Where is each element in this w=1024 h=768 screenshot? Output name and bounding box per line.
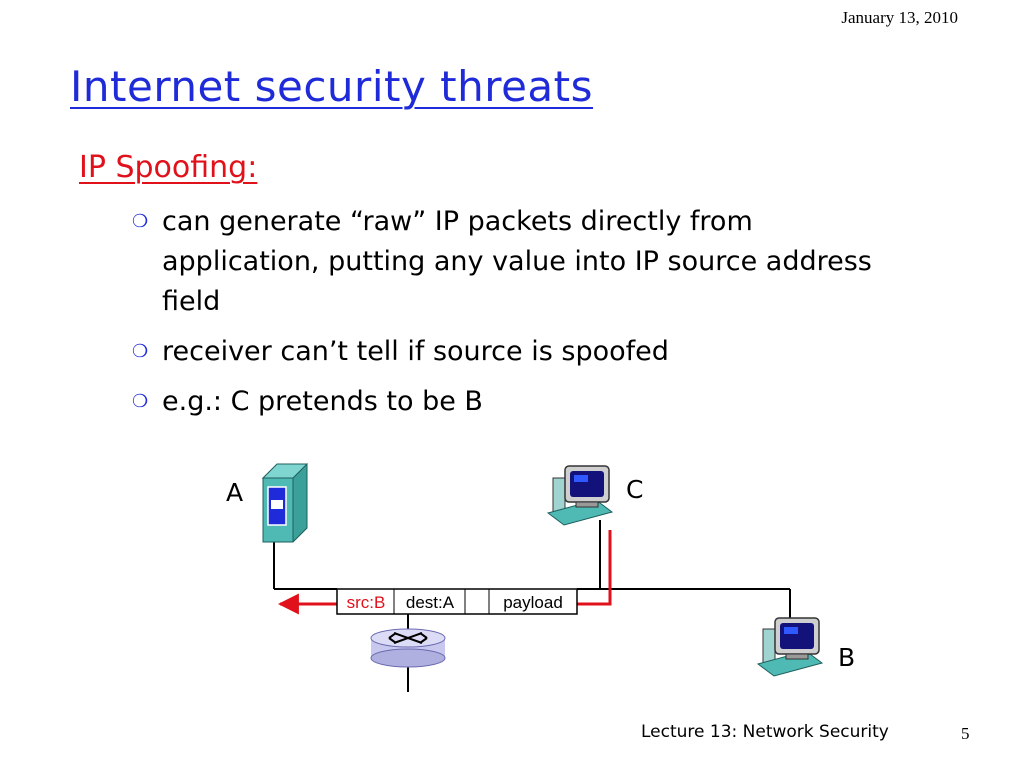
page-number: 5 bbox=[961, 724, 970, 743]
host-label-c: C bbox=[626, 475, 643, 504]
computer-c-icon bbox=[546, 465, 614, 526]
bullet-item: ❍ receiver can’t tell if source is spoof… bbox=[132, 332, 892, 372]
bullet-text: e.g.: C pretends to be B bbox=[162, 386, 483, 417]
packet-payload: payload bbox=[503, 593, 563, 612]
subheading: IP Spoofing: bbox=[79, 150, 258, 185]
bullet-list: ❍ can generate “raw” IP packets directly… bbox=[132, 202, 892, 432]
computer-b-icon bbox=[756, 617, 824, 677]
slide-date: January 13, 2010 bbox=[841, 8, 958, 27]
server-a-icon bbox=[261, 463, 309, 543]
slide-title: Internet security threats bbox=[70, 62, 594, 111]
bullet-item: ❍ e.g.: C pretends to be B bbox=[132, 382, 892, 422]
footer-lecture: Lecture 13: Network Security bbox=[641, 722, 889, 742]
packet-src: src:B bbox=[347, 593, 386, 612]
spoofed-path bbox=[277, 530, 612, 615]
bullet-marker-icon: ❍ bbox=[132, 211, 149, 232]
bullet-marker-icon: ❍ bbox=[132, 341, 149, 362]
spoofed-path-line bbox=[577, 530, 612, 606]
packet-box bbox=[336, 588, 578, 615]
packet: src:B dest:A payload bbox=[336, 588, 578, 615]
bullet-text: can generate “raw” IP packets directly f… bbox=[162, 206, 872, 317]
packet-dest: dest:A bbox=[406, 593, 455, 612]
bullet-text: receiver can’t tell if source is spoofed bbox=[162, 336, 669, 367]
bullet-item: ❍ can generate “raw” IP packets directly… bbox=[132, 202, 892, 322]
host-label-a: A bbox=[226, 478, 243, 507]
router-icon bbox=[370, 628, 446, 668]
host-label-b: B bbox=[838, 643, 855, 672]
bullet-marker-icon: ❍ bbox=[132, 391, 149, 412]
